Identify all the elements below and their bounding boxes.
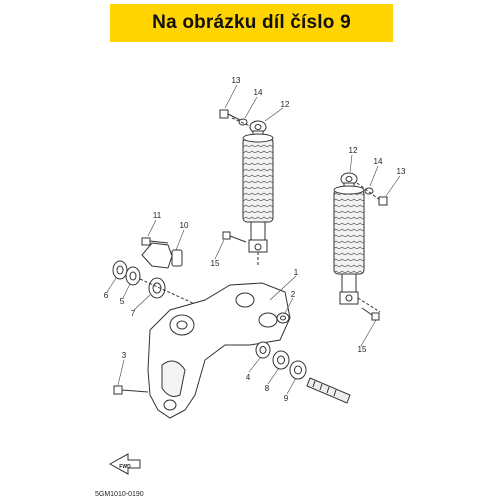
fwd-arrow-icon: FWD: [108, 453, 141, 475]
callout-10: 10: [180, 221, 189, 230]
callout-3: 3: [122, 351, 127, 360]
long-bolt: [113, 385, 149, 395]
callout-13-right: 13: [397, 167, 406, 176]
callout-7: 7: [131, 309, 136, 318]
callout-labels: 13 14 12 12 14 13 11 10 15 15 1 2 6 5 7 …: [104, 76, 406, 403]
callout-4: 4: [246, 373, 251, 382]
left-shock-absorber: [242, 120, 274, 265]
fwd-label: FWD: [119, 464, 131, 470]
top-mount-hardware: [219, 109, 388, 206]
callout-11: 11: [153, 211, 162, 220]
leader-lines: [106, 84, 401, 395]
collar-set: [255, 341, 351, 404]
callout-15: 15: [211, 259, 220, 268]
bushing: [276, 312, 290, 324]
callout-14-right: 14: [374, 157, 383, 166]
rear-arm-bracket: [147, 282, 291, 419]
lower-mount-bolts: [222, 231, 380, 321]
callout-1: 1: [294, 268, 299, 277]
diagram-code: 5GM1010-0190: [95, 491, 144, 498]
callout-12-right: 12: [349, 146, 358, 155]
callout-5: 5: [120, 297, 125, 306]
callout-14: 14: [254, 88, 263, 97]
callout-13: 13: [232, 76, 241, 85]
clamp-assembly: [141, 237, 183, 269]
callout-6: 6: [104, 291, 109, 300]
callout-15-right: 15: [358, 345, 367, 354]
right-shock-absorber: [333, 172, 381, 313]
callout-12: 12: [281, 100, 290, 109]
banner-title: Na obrázku díl číslo 9: [152, 12, 351, 33]
callout-9: 9: [284, 394, 289, 403]
part-number-banner: Na obrázku díl číslo 9: [110, 4, 393, 42]
callout-8: 8: [265, 384, 270, 393]
callout-2: 2: [291, 290, 296, 299]
